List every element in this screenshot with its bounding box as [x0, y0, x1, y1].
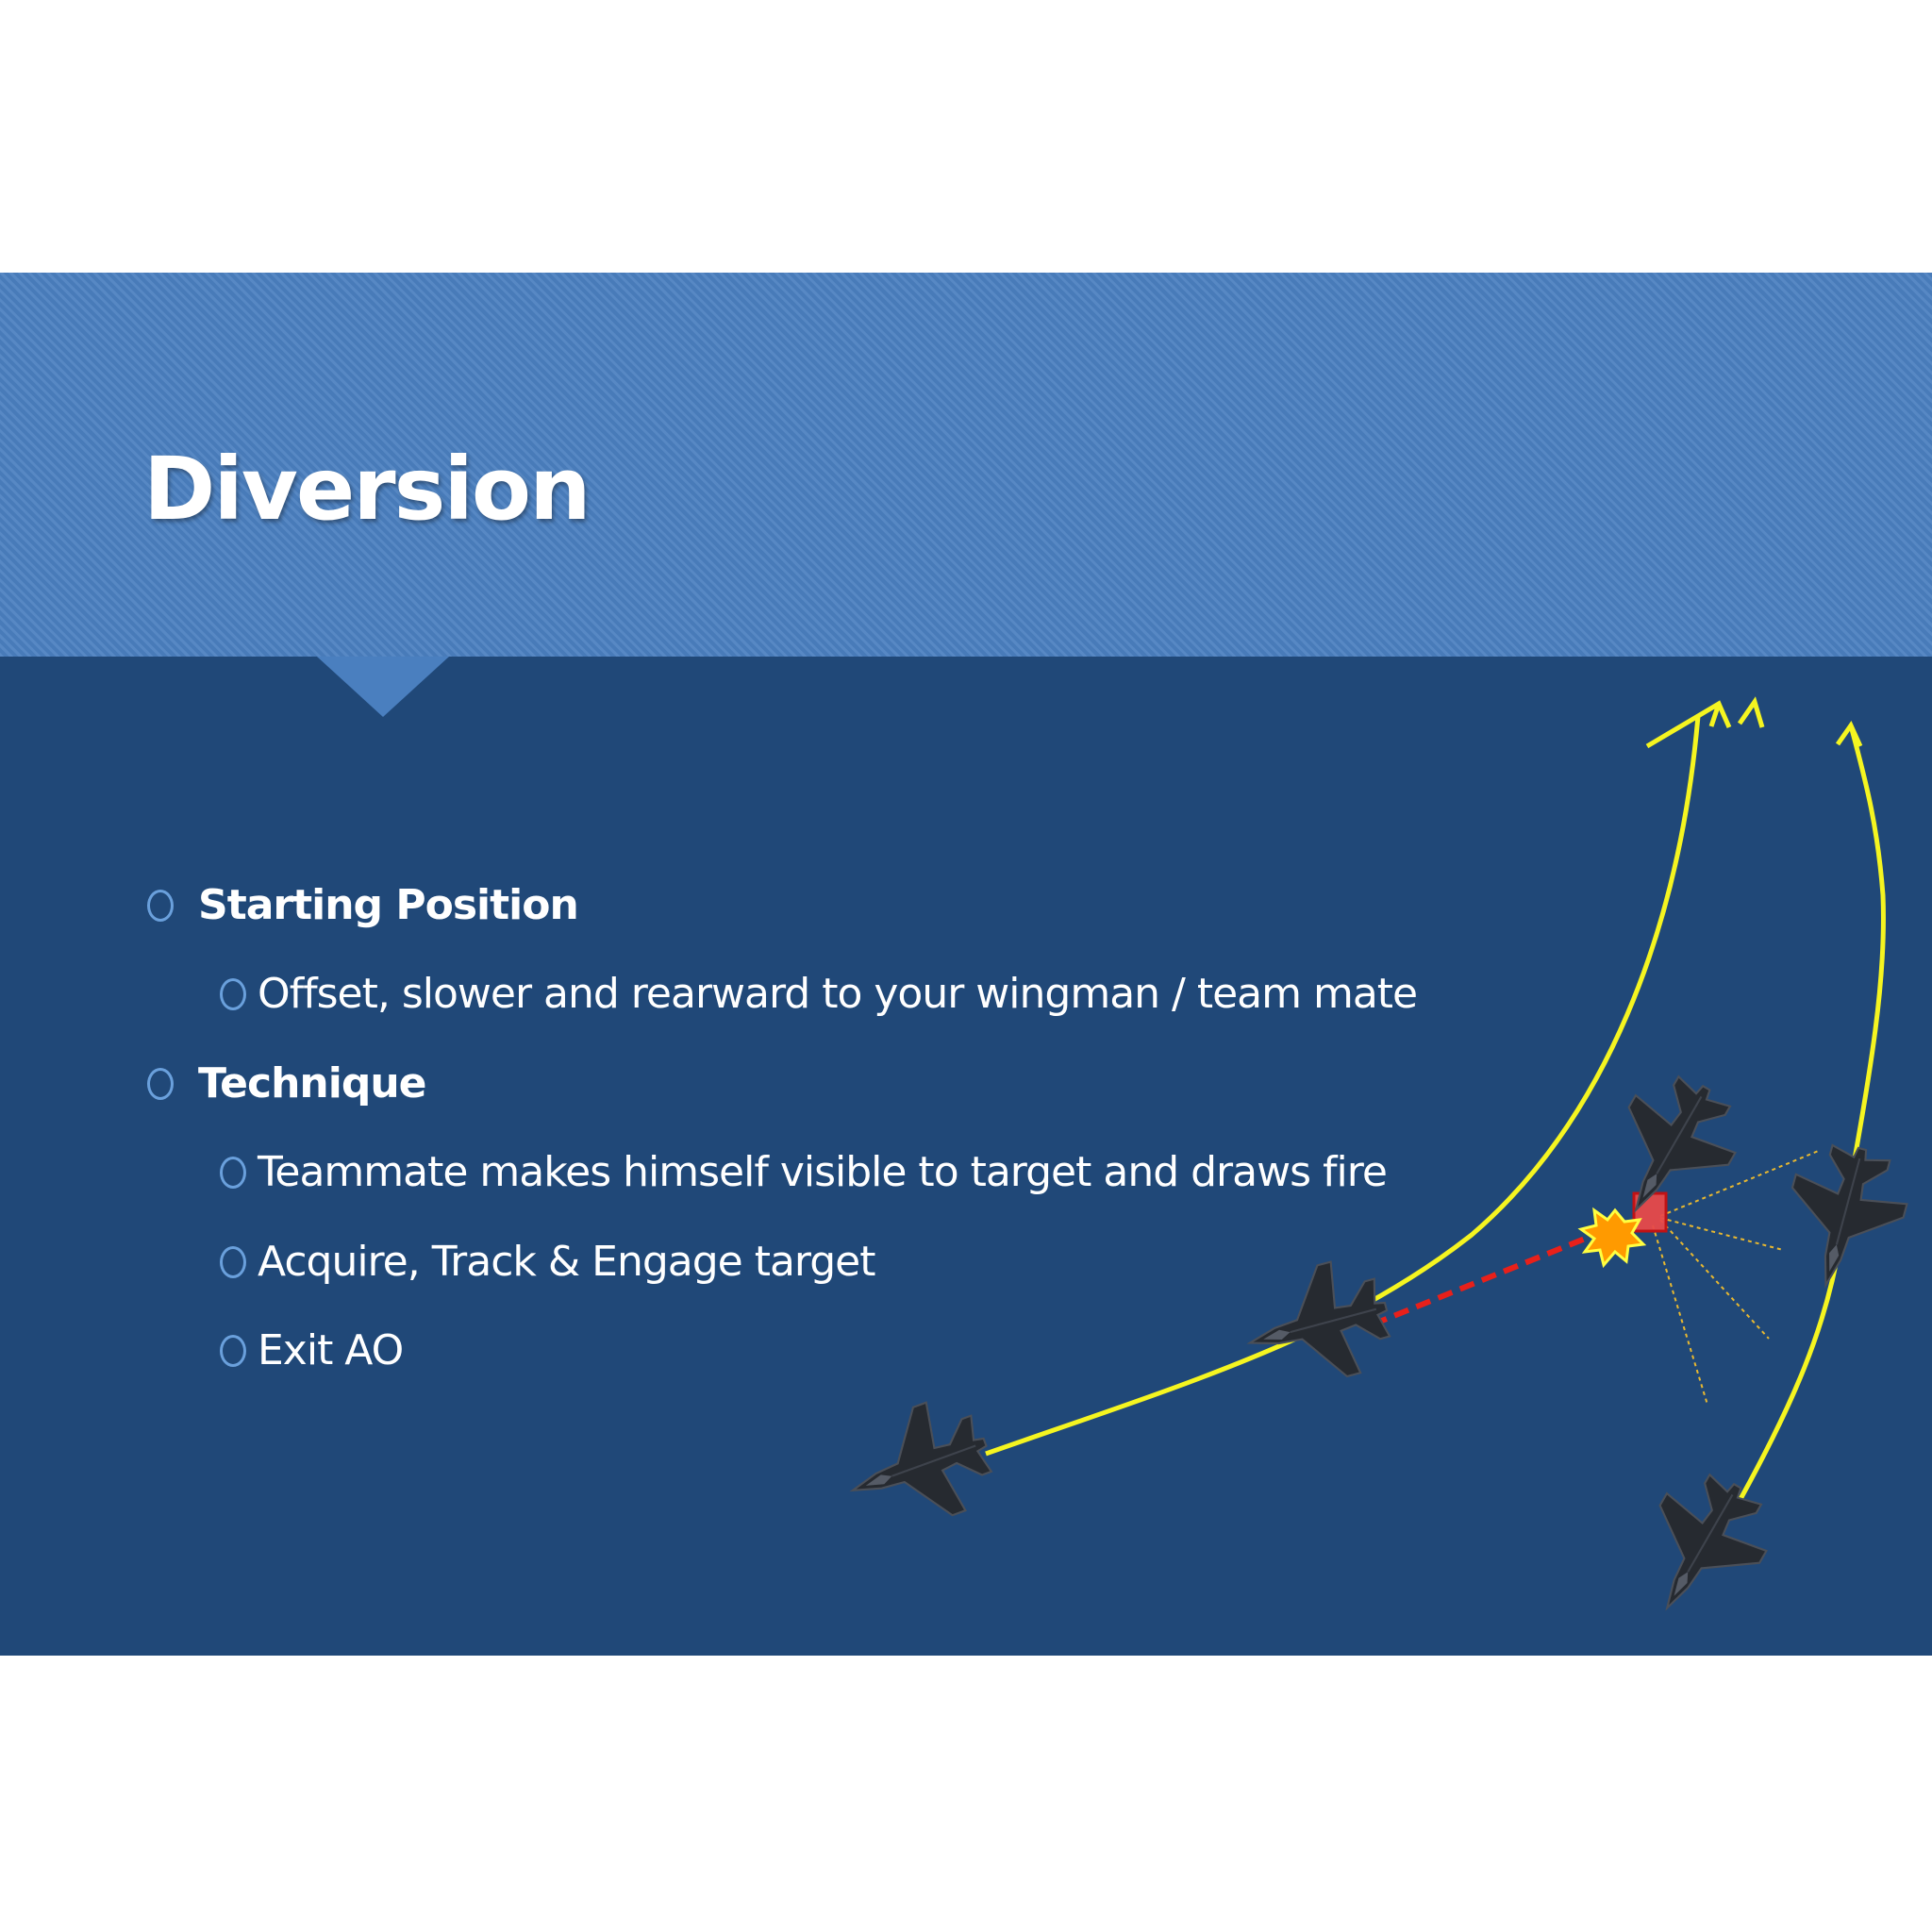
- bullet-text: Teammate makes himself visible to target…: [258, 1148, 1388, 1196]
- jet-icon: [1769, 1133, 1919, 1301]
- sight-lines: [1652, 1149, 1822, 1406]
- bullet-exit-ao: Exit AO: [220, 1326, 404, 1374]
- bullet-text: Technique: [198, 1059, 426, 1108]
- bullet-text: Offset, slower and rearward to your wing…: [258, 970, 1418, 1018]
- arrowhead-icon: [1835, 720, 1863, 748]
- arrowhead-icon: [1737, 696, 1765, 728]
- slide-title: Diversion: [143, 439, 591, 540]
- maneuver-diagram: [832, 696, 1919, 1638]
- bullet-marker-icon: [220, 1334, 246, 1367]
- bullet-text: Exit AO: [258, 1326, 404, 1374]
- bullet-technique: Technique: [147, 1059, 426, 1108]
- fire-line: [1371, 1232, 1596, 1327]
- bullet-text: Starting Position: [198, 881, 579, 929]
- jet-icon: [1234, 1250, 1402, 1400]
- explosion-icon: [1577, 1207, 1647, 1269]
- bullet-marker-icon: [147, 889, 174, 922]
- slide: Diversion Starting Position Offset, slow…: [0, 273, 1932, 1656]
- title-notch: [317, 657, 449, 717]
- flight-path-lead: [985, 715, 1701, 1457]
- bullet-teammate-draws-fire: Teammate makes himself visible to target…: [220, 1148, 1388, 1196]
- bullet-marker-icon: [147, 1067, 174, 1100]
- jet-icon: [1585, 1058, 1757, 1240]
- bullet-starting-position: Starting Position: [147, 881, 579, 929]
- title-band: Diversion: [0, 273, 1932, 657]
- arrowhead-icon: [1645, 700, 1732, 749]
- bullet-text: Acquire, Track & Engage target: [258, 1238, 875, 1286]
- bullet-marker-icon: [220, 1156, 246, 1189]
- bullet-marker-icon: [220, 977, 246, 1010]
- flight-path-teammate: [1738, 724, 1886, 1501]
- bullet-offset: Offset, slower and rearward to your wing…: [220, 970, 1418, 1018]
- bullet-acquire-track-engage: Acquire, Track & Engage target: [220, 1238, 875, 1286]
- jet-icon: [1616, 1456, 1789, 1638]
- bullet-marker-icon: [220, 1245, 246, 1278]
- body-panel: [0, 657, 1932, 1656]
- jet-icon: [832, 1387, 1006, 1546]
